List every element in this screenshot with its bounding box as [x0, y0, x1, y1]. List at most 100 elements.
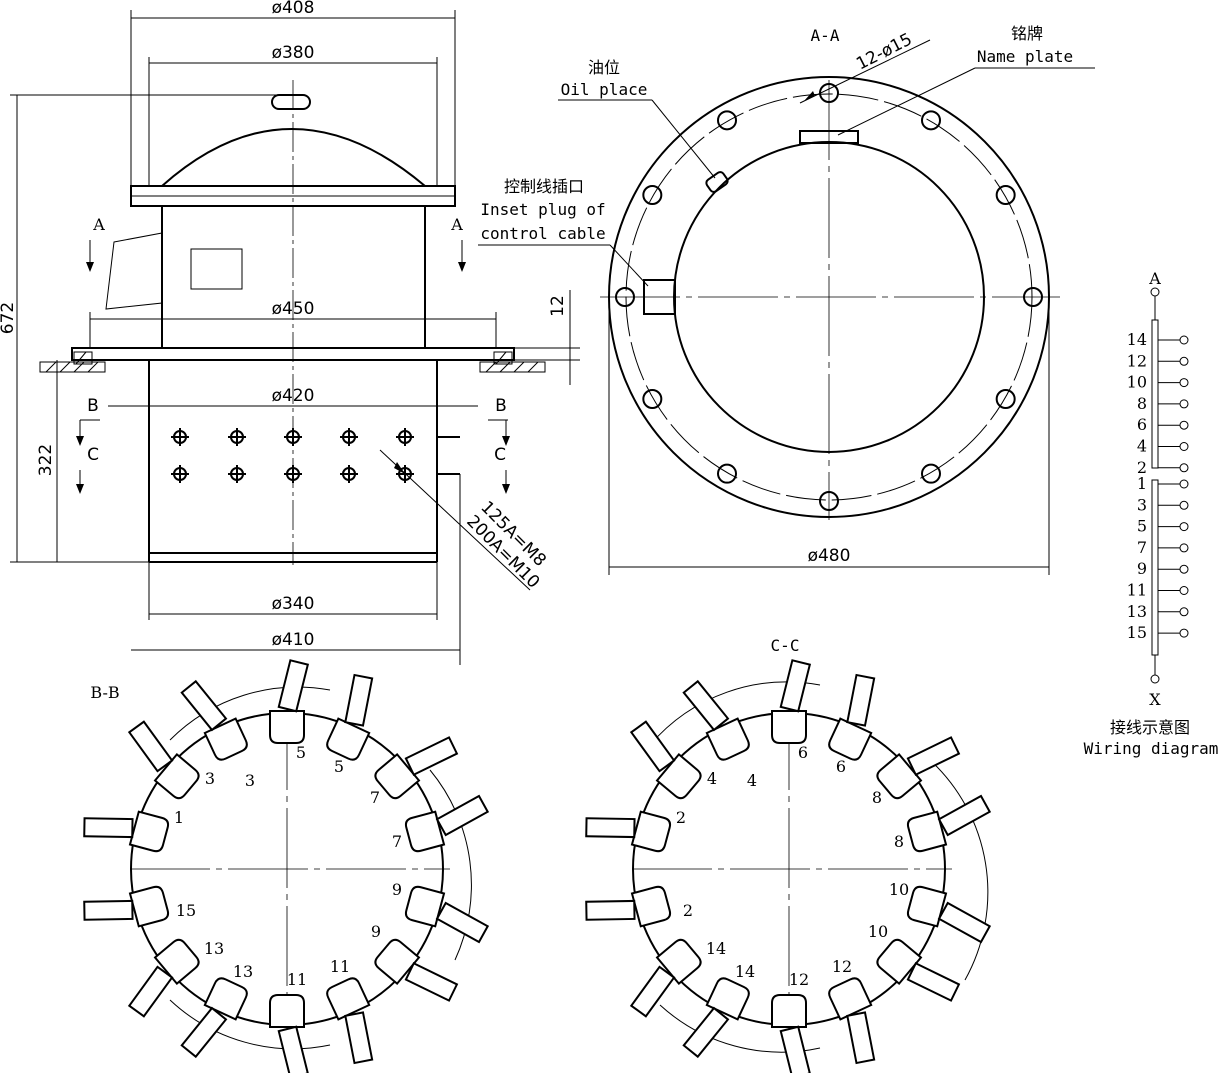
tap-label: 8: [872, 788, 882, 807]
section-mark-a-left: A: [92, 215, 105, 234]
wiring-tap-label: 6: [1137, 415, 1147, 434]
wiring-tap-label: 7: [1137, 538, 1147, 557]
oil-place-label-cn: 油位: [588, 58, 620, 77]
wiring-tap-5: 5: [1137, 517, 1189, 536]
tap-terminal: [828, 977, 876, 1065]
wiring-tap-label: 1: [1137, 474, 1147, 493]
tap-label: 14: [735, 962, 755, 981]
tap-label: 15: [176, 901, 196, 920]
dim-d408: ø408: [272, 0, 315, 18]
tap-terminal: [374, 938, 459, 1002]
tap-terminal: [180, 679, 248, 761]
dim-d340: ø340: [272, 594, 315, 614]
tap-terminal: [629, 938, 702, 1018]
tap-terminal: [127, 938, 200, 1018]
plug-label-cn: 控制线插口: [504, 177, 584, 196]
tap-label: 11: [330, 957, 350, 976]
tap-label: 2: [676, 808, 686, 827]
dim-d480: ø480: [808, 546, 851, 566]
tap-label: 4: [707, 769, 717, 788]
section-mark-a-right: A: [450, 215, 463, 234]
tap-terminal: [876, 736, 961, 800]
tap-terminal: [180, 977, 248, 1059]
terminal-bolt-1: [171, 428, 189, 446]
terminal-bolt-6: [171, 465, 189, 483]
tap-terminal: [771, 994, 812, 1073]
terminal-bolt-9: [340, 465, 358, 483]
tap-label: 2: [683, 901, 693, 920]
oil-place-label-en: Oil place: [561, 80, 648, 99]
tap-label: 3: [245, 771, 255, 790]
tap-terminal: [326, 977, 374, 1065]
lower-winding: [1151, 479, 1159, 656]
wiring-bottom-label: X: [1149, 690, 1161, 709]
tap-label: 12: [789, 970, 809, 989]
plug-label-en-1: Inset plug of: [480, 200, 605, 219]
tap-label: 6: [798, 743, 808, 762]
wiring-tap-label: 8: [1137, 394, 1147, 413]
dim-d420: ø420: [272, 386, 315, 406]
tap-label: 10: [868, 922, 888, 941]
tap-label: 5: [296, 743, 306, 762]
section-mark-b-right: B: [495, 396, 507, 416]
nameplate-label-cn: 铭牌: [1011, 24, 1043, 43]
tap-label: 8: [894, 832, 904, 851]
tap-terminal: [771, 659, 812, 744]
wiring-tap-label: 15: [1127, 623, 1147, 642]
section-aa-view: A-A 12-ø15 铭牌 Name plate 油位 Oil place 控制…: [478, 24, 1095, 575]
nameplate-label-en: Name plate: [977, 47, 1073, 66]
wiring-tap-label: 4: [1137, 437, 1147, 456]
upper-winding: [1151, 319, 1159, 469]
tap-label: 14: [706, 939, 726, 958]
tap-label: 9: [371, 922, 381, 941]
nameplate-window: [190, 248, 243, 290]
wiring-tap-4: 4: [1137, 437, 1189, 456]
flange-hole-9: [642, 389, 663, 409]
flange-hole-6: [921, 463, 941, 484]
tap-label: 7: [370, 788, 380, 807]
wiring-tap-9: 9: [1137, 559, 1189, 578]
tap-label: 7: [392, 832, 402, 851]
wiring-tap-label: 5: [1137, 517, 1147, 536]
flange-hole-12: [717, 110, 737, 131]
terminal-bolts: [171, 428, 414, 483]
control-plug-box: [105, 232, 163, 310]
tap-terminal: [828, 673, 876, 761]
support-right: [479, 351, 546, 373]
tap-label: 9: [392, 880, 402, 899]
tap-terminal: [83, 885, 170, 928]
tap-label: 1: [174, 808, 184, 827]
section-cc-title: C-C: [771, 636, 800, 655]
tap-terminal: [326, 673, 374, 761]
wiring-tap-2: 2: [1137, 458, 1189, 477]
tap-label: 13: [233, 962, 253, 981]
plug-label-en-2: control cable: [480, 224, 605, 243]
tap-label: 12: [832, 957, 852, 976]
tap-label: 13: [204, 939, 224, 958]
section-aa-title: A-A: [811, 26, 840, 45]
tap-label: 5: [334, 757, 344, 776]
tap-terminal: [682, 679, 750, 761]
wiring-tap-13: 13: [1127, 602, 1189, 621]
tap-terminal: [876, 938, 961, 1002]
wiring-tap-14: 14: [1127, 330, 1189, 349]
tap-label: 6: [836, 757, 846, 776]
tap-terminal: [682, 977, 750, 1059]
dim-h672: 672: [0, 302, 18, 334]
wiring-top-label: A: [1148, 269, 1161, 288]
dim-h12: 12: [548, 295, 568, 317]
wiring-tap-label: 11: [1127, 581, 1147, 600]
nameplate-block: [799, 130, 859, 144]
wiring-tap-label: 14: [1127, 330, 1147, 349]
wiring-tap-7: 7: [1137, 538, 1189, 557]
wiring-tap-label: 12: [1127, 351, 1147, 370]
wiring-caption-cn: 接线示意图: [1110, 718, 1190, 737]
wiring-tap-3: 3: [1137, 495, 1189, 514]
control-plug-socket: [643, 279, 676, 315]
wiring-tap-label: 9: [1137, 559, 1147, 578]
